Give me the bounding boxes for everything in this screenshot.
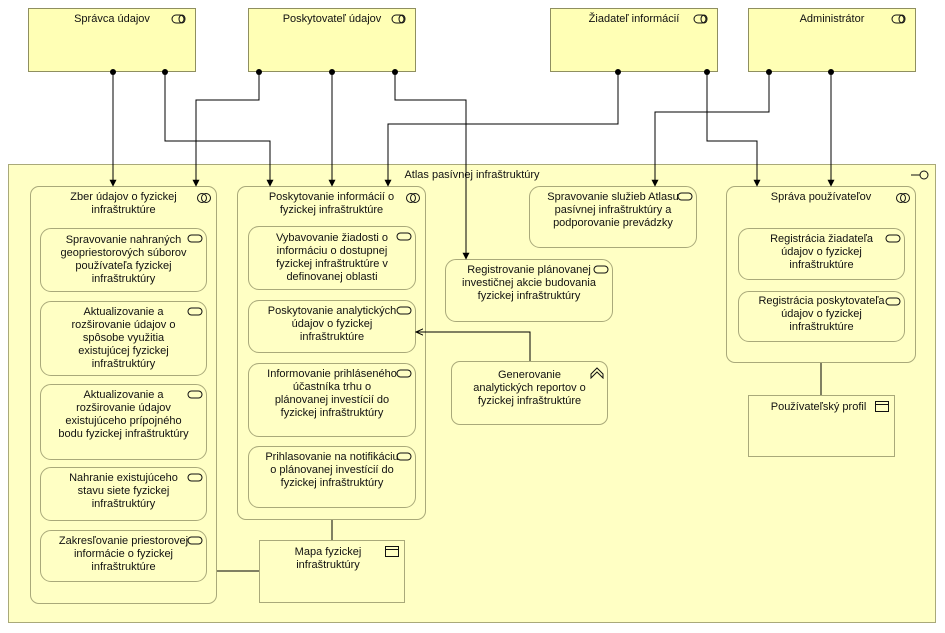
- service-label: Spravovanie služieb Atlasu pasívnej infr…: [547, 191, 679, 229]
- role-icon: [391, 14, 406, 24]
- service-icon: [396, 232, 412, 241]
- service-label: Aktualizovanie a rozširovanie údajov o s…: [71, 306, 176, 370]
- service-informovanie-ucastnika[interactable]: Informovanie prihláseného účastníka trhu…: [248, 363, 416, 437]
- service-icon: [187, 473, 203, 482]
- interface-icon: [911, 170, 929, 180]
- data-object-mapa[interactable]: Mapa fyzickej infraštruktúry: [259, 540, 405, 603]
- service-label: Aktualizovanie a rozširovanie údajov exi…: [58, 389, 189, 440]
- service-icon: [396, 306, 412, 315]
- service-vybavovanie-ziadosti[interactable]: Vybavovanie žiadosti o informáciu o dost…: [248, 226, 416, 290]
- service-label: Vybavovanie žiadosti o informáciu o dost…: [275, 232, 389, 283]
- service-icon: [187, 234, 203, 243]
- service-zakreslovanie[interactable]: Zakresľovanie priestorovej informácie o …: [40, 530, 207, 582]
- service-icon: [396, 452, 412, 461]
- role-icon: [171, 14, 186, 24]
- service-nahranie-stavu-siete[interactable]: Nahranie existujúceho stavu siete fyzick…: [40, 467, 207, 521]
- collaboration-icon: [197, 193, 211, 203]
- service-label: Spravovanie nahraných geopriestorových s…: [60, 234, 187, 285]
- role-icon: [891, 14, 906, 24]
- service-icon: [593, 265, 609, 274]
- service-label: Nahranie existujúceho stavu siete fyzick…: [69, 472, 178, 510]
- data-object-profil[interactable]: Používateľský profil: [748, 395, 895, 457]
- service-label: Informovanie prihláseného účastníka trhu…: [267, 368, 397, 419]
- actor-label: Administrátor: [799, 13, 865, 25]
- actor-spravca-udajov[interactable]: Správca údajov: [28, 8, 196, 72]
- service-aktualizovanie-vyuzitia[interactable]: Aktualizovanie a rozširovanie údajov o s…: [40, 301, 207, 376]
- service-label: Registrácia poskytovateľa údajov o fyzic…: [758, 295, 885, 333]
- process-generovanie-reportov[interactable]: Generovanie analytických reportov o fyzi…: [451, 361, 608, 425]
- service-icon: [187, 536, 203, 545]
- service-icon: [187, 390, 203, 399]
- collaboration-icon: [406, 193, 420, 203]
- service-poskytovanie-analytickych[interactable]: Poskytovanie analytických údajov o fyzic…: [248, 300, 416, 353]
- service-icon: [885, 234, 901, 243]
- service-icon: [885, 297, 901, 306]
- function-title: Správa používateľov: [770, 191, 872, 203]
- data-object-label: Používateľský profil: [770, 401, 867, 413]
- data-object-icon: [385, 546, 399, 557]
- service-label: Zakresľovanie priestorovej informácie o …: [58, 535, 189, 573]
- actor-label: Poskytovateľ údajov: [282, 13, 382, 25]
- service-icon: [187, 307, 203, 316]
- collaboration-icon: [896, 193, 910, 203]
- actor-ziadatel-informacii[interactable]: Žiadateľ informácií: [550, 8, 718, 72]
- actor-administrator[interactable]: Administrátor: [748, 8, 916, 72]
- actor-label: Žiadateľ informácií: [588, 13, 680, 25]
- service-registracia-poskytovatela[interactable]: Registrácia poskytovateľa údajov o fyzic…: [738, 291, 905, 342]
- function-title: Poskytovanie informácií o fyzickej infra…: [268, 191, 395, 216]
- service-label: Poskytovanie analytických údajov o fyzic…: [267, 305, 397, 343]
- service-registracia-ziadatela[interactable]: Registrácia žiadateľa údajov o fyzickej …: [738, 228, 905, 280]
- service-spravovanie-sluzieb[interactable]: Spravovanie služieb Atlasu pasívnej infr…: [529, 186, 697, 248]
- data-object-icon: [875, 401, 889, 412]
- function-title: Zber údajov o fyzickej infraštruktúre: [70, 191, 177, 216]
- service-spravovanie-suborov[interactable]: Spravovanie nahraných geopriestorových s…: [40, 228, 207, 292]
- service-aktualizovanie-pripojneho-bodu[interactable]: Aktualizovanie a rozširovanie údajov exi…: [40, 384, 207, 460]
- service-registrovanie-investicnej-akcie[interactable]: Registrovanie plánovanej investičnej akc…: [445, 259, 613, 322]
- service-label: Registrácia žiadateľa údajov o fyzickej …: [770, 233, 873, 271]
- actor-label: Správca údajov: [74, 13, 150, 25]
- service-label: Registrovanie plánovanej investičnej akc…: [462, 264, 596, 302]
- service-icon: [396, 369, 412, 378]
- role-icon: [693, 14, 708, 24]
- data-object-label: Mapa fyzickej infraštruktúry: [294, 546, 362, 571]
- system-title: Atlas pasívnej infraštruktúry: [404, 169, 540, 181]
- process-label: Generovanie analytických reportov o fyzi…: [473, 369, 586, 407]
- process-icon: [590, 367, 604, 379]
- service-label: Prihlasovanie na notifikáciu o plánovane…: [265, 451, 399, 489]
- service-prihlasovanie-notifikacia[interactable]: Prihlasovanie na notifikáciu o plánovane…: [248, 446, 416, 508]
- service-icon: [677, 192, 693, 201]
